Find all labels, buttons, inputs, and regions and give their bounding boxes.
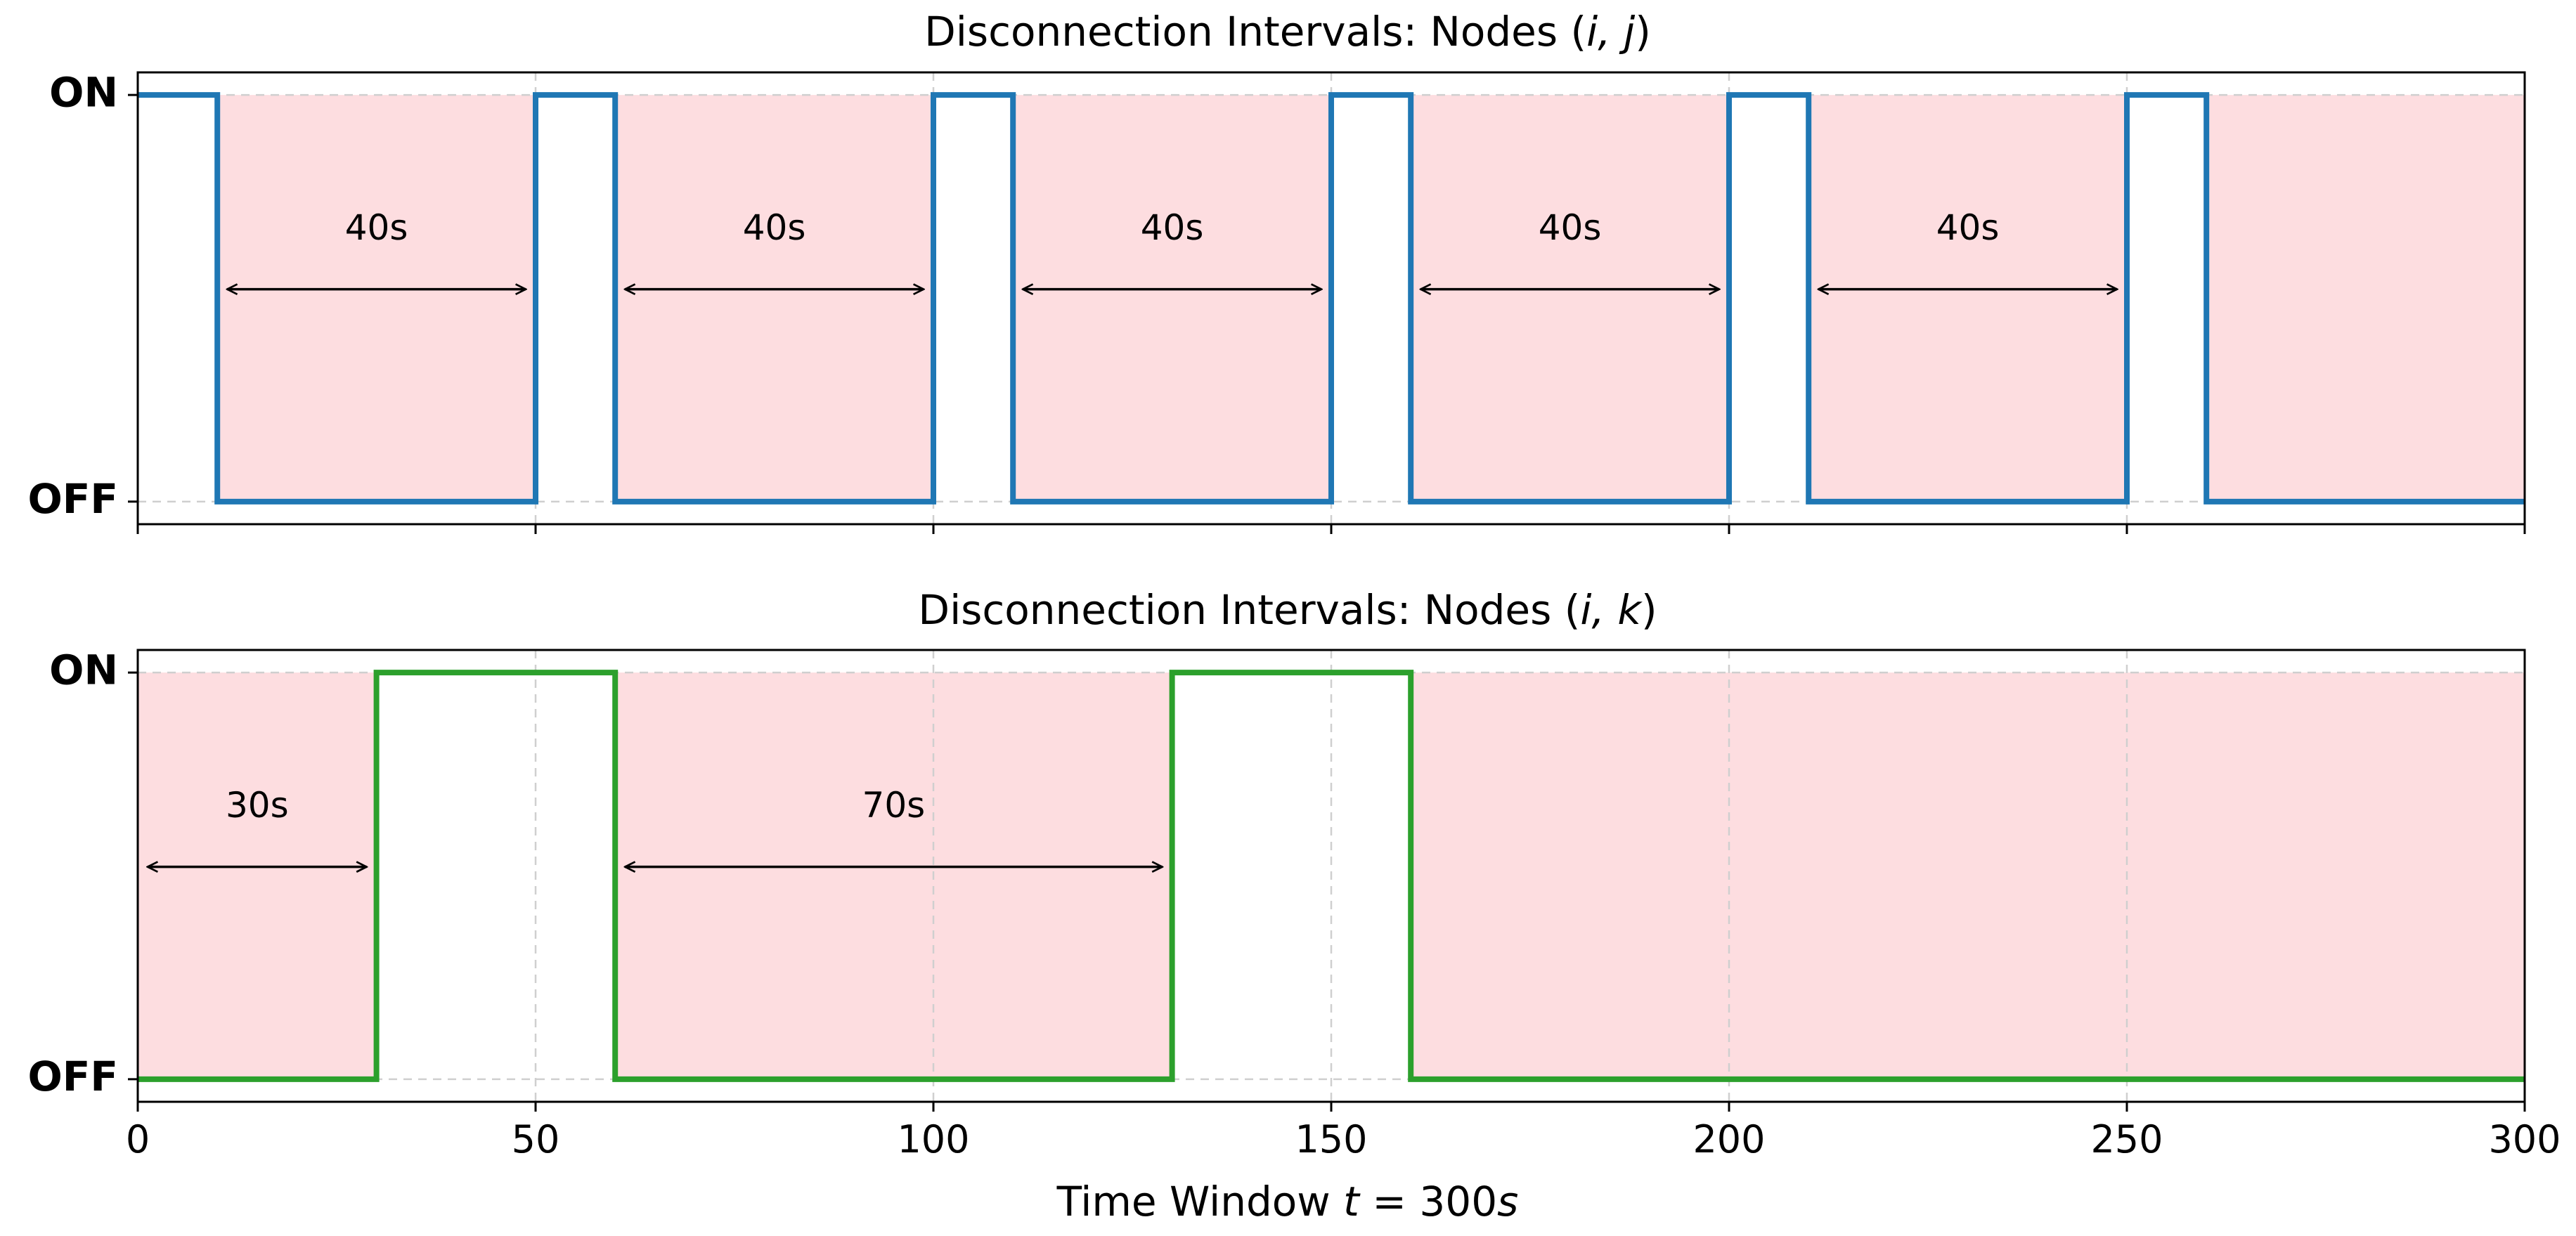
panel-title: Disconnection Intervals: Nodes (i, k) [918, 586, 1657, 634]
tick-marks [128, 93, 2526, 534]
title-suffix: ) [1641, 586, 1657, 634]
x-tick-label: 250 [2090, 1117, 2163, 1162]
series-group [138, 670, 2525, 1082]
panel-title: Disconnection Intervals: Nodes (i, j) [924, 8, 1651, 56]
off-interval-shade [1013, 95, 1331, 502]
duration-label: 40s [743, 207, 806, 248]
x-tick-label: 200 [1692, 1117, 1765, 1162]
title-suffix: ) [1635, 8, 1651, 56]
x-tick-labels: 0 50 100 150 200 250 300 [126, 1117, 2561, 1162]
panel-nodes-i-j: Disconnection Intervals: Nodes (i, j) 40… [27, 8, 2526, 534]
off-interval-shade [138, 672, 377, 1079]
off-interval-shade [1411, 95, 1729, 502]
off-interval-shade [1411, 672, 2525, 1079]
off-interval-shade [217, 95, 536, 502]
y-tick-label-off: OFF [27, 475, 118, 523]
off-interval-shade [615, 672, 1172, 1079]
duration-label: 30s [226, 785, 289, 826]
off-interval-shade [2206, 95, 2525, 502]
off-shading-group [217, 95, 2525, 502]
duration-label: 40s [1539, 207, 1602, 248]
off-interval-shade [615, 95, 933, 502]
grid-lines [138, 650, 2525, 1102]
series-group [138, 92, 2525, 505]
duration-label: 40s [345, 207, 408, 248]
xlabel-unit: s [1497, 1178, 1518, 1225]
off-shading-group [138, 672, 2525, 1079]
x-tick-label: 0 [126, 1117, 150, 1162]
x-tick-label: 50 [512, 1117, 560, 1162]
xlabel-prefix: Time Window [1056, 1178, 1344, 1225]
connection-state-line [138, 670, 2525, 1082]
panel-nodes-i-k: Disconnection Intervals: Nodes (i, k) 30… [27, 586, 2561, 1225]
y-tick-label-off: OFF [27, 1053, 118, 1100]
tick-marks [128, 671, 2526, 1112]
x-tick-label: 150 [1295, 1117, 1367, 1162]
y-tick-label-on: ON [49, 68, 118, 116]
duration-label: 40s [1141, 207, 1204, 248]
x-tick-label: 100 [897, 1117, 969, 1162]
title-prefix: Disconnection Intervals: Nodes ( [918, 586, 1580, 634]
title-prefix: Disconnection Intervals: Nodes ( [924, 8, 1586, 56]
xlabel-math: t [1343, 1178, 1361, 1225]
y-tick-label-on: ON [49, 646, 118, 694]
duration-label: 40s [1936, 207, 2000, 248]
title-math: i, k [1580, 586, 1643, 634]
annotations-group: 30s 70s [148, 785, 1163, 867]
off-interval-shade [1808, 95, 2127, 502]
connection-state-line [138, 92, 2525, 505]
xlabel-mid: = 300 [1359, 1178, 1497, 1225]
x-axis-label: Time Window t = 300s [1056, 1178, 1519, 1225]
x-tick-label: 300 [2488, 1117, 2561, 1162]
annotations-group: 40s 40s 40s 40s 40s [227, 207, 2117, 290]
title-math: i, j [1586, 8, 1636, 56]
duration-label: 70s [862, 785, 926, 826]
